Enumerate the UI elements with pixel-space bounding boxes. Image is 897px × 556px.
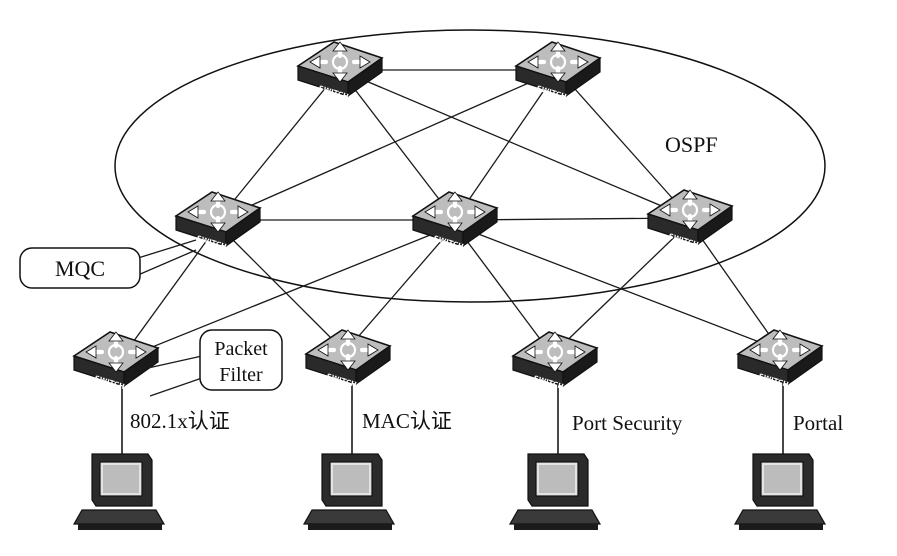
ospf-area-ellipse	[114, 29, 826, 303]
access-links	[119, 221, 781, 361]
pc-icon-2	[303, 453, 395, 531]
switch-icon-dist-3	[648, 190, 732, 244]
pc-icon-3	[509, 453, 601, 531]
packet-filter-label-line1: Packet	[214, 338, 268, 360]
switch-icon-core-2	[516, 42, 600, 96]
switch-icon-dist-2	[413, 192, 497, 246]
pc-icon-4	[734, 453, 826, 531]
switch-icon-access-3	[513, 332, 597, 386]
access-label-port-security: Port Security	[572, 411, 683, 435]
access-label-dot1x: 802.1x认证	[130, 409, 230, 433]
switch-text-labels: SWITCH SWITCH SWITCH SWITCH SWITCH SWITC…	[93, 84, 789, 391]
access-label-portal: Portal	[793, 411, 843, 435]
packet-filter-callout: Packet Filter	[147, 329, 283, 397]
mqc-callout: MQC	[19, 239, 197, 289]
switch-icon-core-1	[298, 42, 382, 96]
access-label-mac: MAC认证	[362, 409, 452, 433]
mqc-label: MQC	[55, 256, 105, 281]
switch-icon-access-2	[306, 330, 390, 384]
switch-icon-access-1	[74, 332, 158, 386]
pc-drop-lines	[121, 380, 784, 458]
core-links	[217, 69, 691, 221]
switch-icon-dist-1	[176, 192, 260, 246]
packet-filter-label-line2: Filter	[219, 364, 263, 386]
pc-icon-1	[73, 453, 165, 531]
ospf-label: OSPF	[665, 132, 718, 157]
